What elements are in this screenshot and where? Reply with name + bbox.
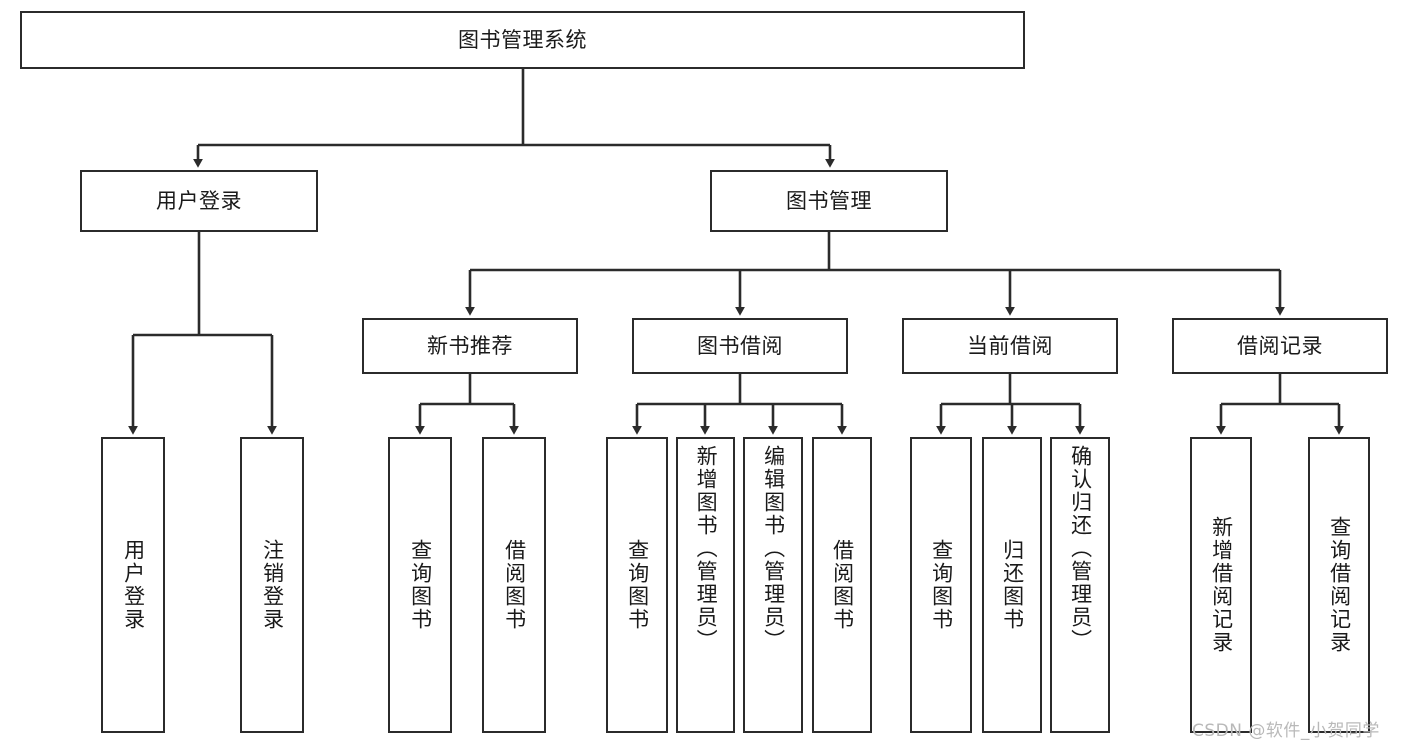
node-borrow-record[interactable]: 借阅记录 xyxy=(1172,318,1388,374)
csdn-watermark: CSDN @软件_小贺同学 xyxy=(1192,721,1380,741)
node-leaf-query-book-current-label: 查询图书 xyxy=(929,539,954,631)
node-leaf-add-borrow-record[interactable]: 新增借阅记录 xyxy=(1190,437,1252,733)
node-leaf-add-book-label: 新增图书（管理员） xyxy=(694,445,719,652)
node-leaf-user-logout[interactable]: 注销登录 xyxy=(240,437,304,733)
node-book-borrow-label: 图书借阅 xyxy=(697,333,783,358)
node-new-book-recommend[interactable]: 新书推荐 xyxy=(362,318,578,374)
node-user-login-label: 用户登录 xyxy=(156,188,242,213)
node-current-borrow-label: 当前借阅 xyxy=(967,333,1053,358)
node-leaf-borrow-book[interactable]: 借阅图书 xyxy=(812,437,872,733)
node-current-borrow[interactable]: 当前借阅 xyxy=(902,318,1118,374)
node-leaf-query-borrow-record[interactable]: 查询借阅记录 xyxy=(1308,437,1370,733)
node-leaf-confirm-return[interactable]: 确认归还（管理员） xyxy=(1050,437,1110,733)
node-book-borrow[interactable]: 图书借阅 xyxy=(632,318,848,374)
node-leaf-user-logout-label: 注销登录 xyxy=(260,539,285,631)
node-user-login[interactable]: 用户登录 xyxy=(80,170,318,232)
node-leaf-query-book-borrow[interactable]: 查询图书 xyxy=(606,437,668,733)
node-root[interactable]: 图书管理系统 xyxy=(20,11,1025,69)
node-leaf-query-book-recommend[interactable]: 查询图书 xyxy=(388,437,452,733)
node-leaf-add-borrow-record-label: 新增借阅记录 xyxy=(1209,516,1234,654)
node-root-label: 图书管理系统 xyxy=(458,27,587,52)
node-book-manage[interactable]: 图书管理 xyxy=(710,170,948,232)
node-leaf-borrow-book-recommend-label: 借阅图书 xyxy=(502,539,527,631)
node-borrow-record-label: 借阅记录 xyxy=(1237,333,1323,358)
node-leaf-edit-book[interactable]: 编辑图书（管理员） xyxy=(743,437,803,733)
node-leaf-user-login[interactable]: 用户登录 xyxy=(101,437,165,733)
node-book-manage-label: 图书管理 xyxy=(786,188,872,213)
node-leaf-edit-book-label: 编辑图书（管理员） xyxy=(761,445,786,652)
node-leaf-user-login-label: 用户登录 xyxy=(121,539,146,631)
node-leaf-return-book[interactable]: 归还图书 xyxy=(982,437,1042,733)
node-leaf-query-book-current[interactable]: 查询图书 xyxy=(910,437,972,733)
node-new-book-recommend-label: 新书推荐 xyxy=(427,333,513,358)
node-leaf-query-book-recommend-label: 查询图书 xyxy=(408,539,433,631)
node-leaf-query-borrow-record-label: 查询借阅记录 xyxy=(1327,516,1352,654)
node-leaf-add-book[interactable]: 新增图书（管理员） xyxy=(676,437,735,733)
node-leaf-borrow-book-label: 借阅图书 xyxy=(830,539,855,631)
node-leaf-confirm-return-label: 确认归还（管理员） xyxy=(1068,445,1093,652)
node-leaf-return-book-label: 归还图书 xyxy=(1000,539,1025,631)
node-leaf-borrow-book-recommend[interactable]: 借阅图书 xyxy=(482,437,546,733)
node-leaf-query-book-borrow-label: 查询图书 xyxy=(625,539,650,631)
